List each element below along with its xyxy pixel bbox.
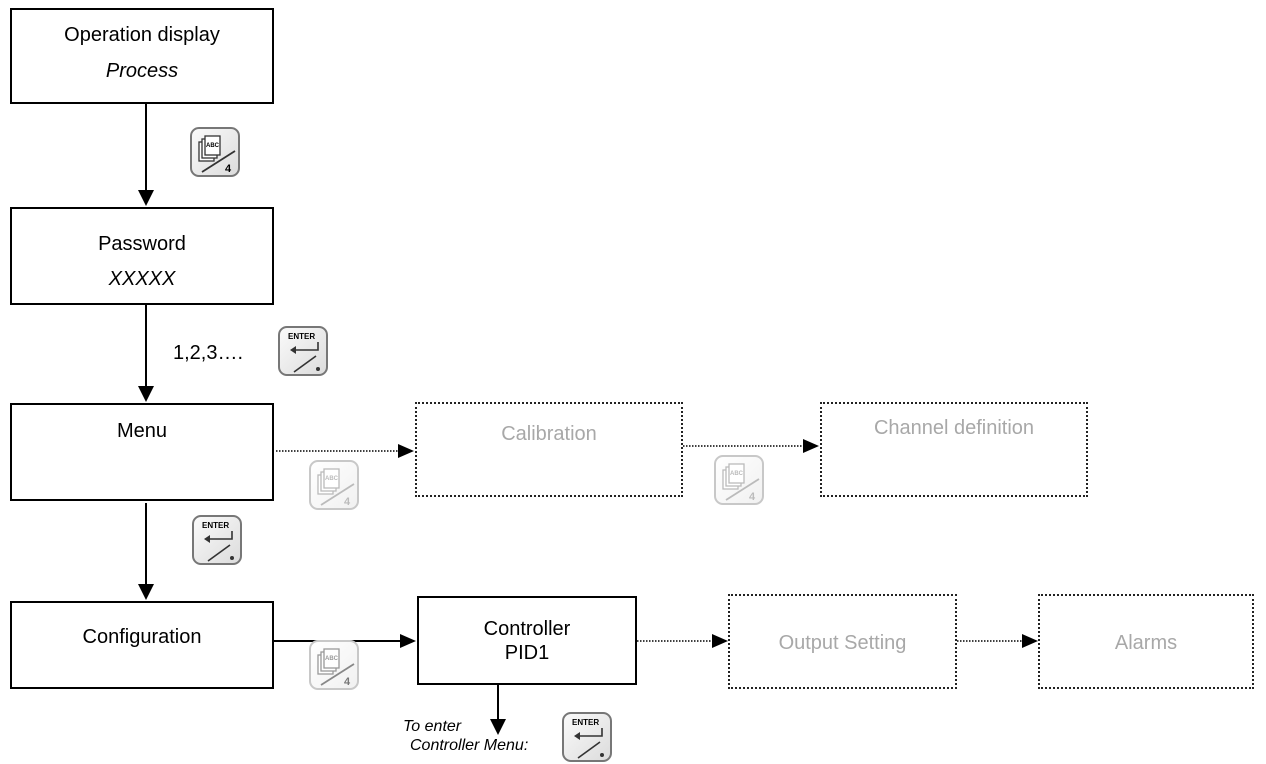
box-title: Password xyxy=(98,233,186,255)
key-number: 4 xyxy=(749,491,756,503)
arrowhead xyxy=(712,634,728,648)
box-title: Controller xyxy=(483,618,571,640)
arrowhead xyxy=(490,719,506,735)
box-subtitle: PID1 xyxy=(504,642,550,664)
arrowhead xyxy=(398,444,414,458)
box-title: Menu xyxy=(116,420,168,442)
box-operation-display: Operation display Process xyxy=(10,8,274,104)
arrowhead xyxy=(138,386,154,402)
box-title: Alarms xyxy=(1114,632,1178,654)
to-enter-note-line1: To enter xyxy=(403,718,462,735)
box-subtitle: Process xyxy=(105,60,179,82)
key-number: 4 xyxy=(344,496,351,508)
to-enter-note-line2: Controller Menu: xyxy=(410,737,529,754)
key-label: ABC xyxy=(325,476,338,482)
box-controller: Controller PID1 xyxy=(417,596,637,685)
key-number: 4 xyxy=(344,676,351,688)
abc-page-key-icon: ABC 4 xyxy=(309,640,359,690)
enter-key-icon: ENTER xyxy=(278,326,328,376)
arrowhead xyxy=(803,439,819,453)
key-label: ENTER xyxy=(288,332,316,341)
key-label: ENTER xyxy=(572,718,600,727)
abc-page-key-icon: ABC 4 xyxy=(309,460,359,510)
box-title: Operation display xyxy=(64,24,220,46)
arrowhead xyxy=(138,584,154,600)
key-label: ABC xyxy=(730,471,743,477)
key-label: ABC xyxy=(206,143,219,149)
password-entry-label: 1,2,3…. xyxy=(173,342,244,364)
box-configuration: Configuration xyxy=(10,601,274,689)
arrowhead xyxy=(138,190,154,206)
box-channel-definition: Channel definition xyxy=(820,402,1088,497)
arrowhead xyxy=(1022,634,1038,648)
arrowhead xyxy=(400,634,416,648)
box-calibration: Calibration xyxy=(415,402,683,497)
box-title: Output Setting xyxy=(778,632,907,654)
box-title: Calibration xyxy=(501,423,597,445)
enter-key-icon: ENTER xyxy=(192,515,242,565)
abc-page-key-icon: ABC 4 xyxy=(714,455,764,505)
box-alarms: Alarms xyxy=(1038,594,1254,689)
box-password: Password XXXXX xyxy=(10,207,274,305)
box-title: Configuration xyxy=(82,626,202,648)
box-output-setting: Output Setting xyxy=(728,594,957,689)
enter-key-icon: ENTER xyxy=(562,712,612,762)
abc-page-key-icon: ABC 4 xyxy=(190,127,240,177)
key-label: ENTER xyxy=(202,521,230,530)
box-menu: Menu xyxy=(10,403,274,501)
key-label: ABC xyxy=(325,656,338,662)
box-subtitle: XXXXX xyxy=(108,268,176,290)
box-title: Channel definition xyxy=(873,417,1035,439)
key-number: 4 xyxy=(225,163,232,175)
